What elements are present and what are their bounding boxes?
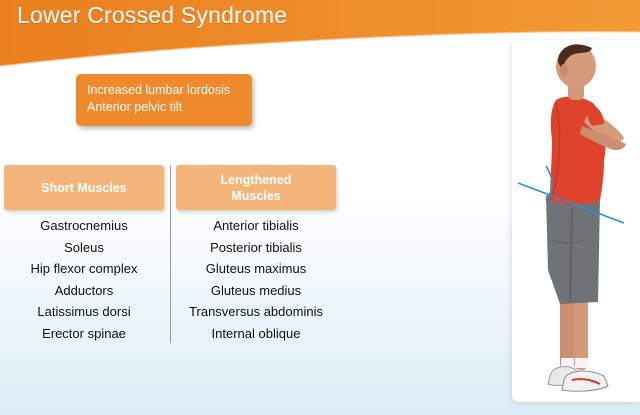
list-item: Soleus [64, 239, 104, 255]
list-item: Latissimus dorsi [37, 304, 131, 320]
standing-man-illustration [517, 44, 626, 392]
header-swoosh [0, 0, 640, 67]
short-muscles-header-label: Short Muscles [41, 180, 127, 195]
callout-line: Anterior pelvic tilt [87, 100, 183, 114]
posture-photo-card [512, 40, 640, 402]
list-item: Gluteus maximus [205, 261, 307, 277]
header-banner: Lower Crossed Syndrome [0, 0, 640, 70]
list-item: Posterior tibialis [210, 239, 302, 255]
right-shoe [561, 370, 609, 392]
lengthened-muscles-list: Anterior tibialis Posterior tibialis Glu… [176, 215, 336, 345]
page-title: Lower Crossed Syndrome [17, 2, 288, 28]
forearm [580, 126, 626, 151]
list-item: Internal oblique [211, 325, 301, 341]
list-item: Gluteus medius [210, 282, 302, 298]
list-item: Anterior tibialis [213, 218, 299, 233]
column-divider [170, 165, 171, 343]
short-muscles-header: Short Muscles [4, 165, 164, 210]
list-item: Transversus abdominis [189, 304, 323, 320]
shorts [546, 191, 600, 304]
short-muscles-list: Gastrocnemius Soleus Hip flexor complex … [4, 215, 164, 345]
pelvic-tilt-line [517, 182, 625, 224]
right-leg [574, 298, 588, 370]
list-item: Erector spinae [42, 325, 126, 341]
callout-line: Increased lumbar lordosis [87, 83, 231, 97]
lengthened-muscles-header-label: Lengthened Muscles [220, 172, 292, 203]
posture-callout: Increased lumbar lordosis Anterior pelvi… [76, 74, 252, 126]
list-item: Gastrocnemius [40, 218, 128, 233]
list-item: Adductors [54, 282, 114, 298]
left-leg [560, 298, 574, 370]
lengthened-muscles-header: Lengthened Muscles [176, 165, 336, 210]
list-item: Hip flexor complex [30, 261, 138, 277]
hair [558, 44, 592, 70]
lumbar-curve-line [545, 165, 553, 201]
